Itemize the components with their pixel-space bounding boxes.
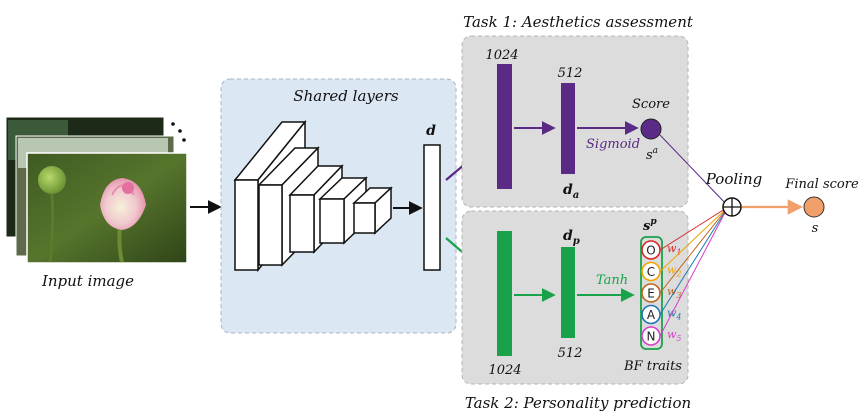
task2-block: Task 2: Personality prediction 1024 dp 5…	[461, 210, 691, 412]
trait-weight-line	[659, 206, 729, 337]
task2-fc-layer-2	[561, 247, 575, 338]
aesthetic-score-symbol: sa	[646, 146, 658, 163]
score-to-pooling-line	[659, 134, 729, 207]
aesthetic-score-node	[640, 118, 662, 140]
conv-layer-stack	[233, 119, 393, 273]
trait-weight-line	[659, 206, 729, 272]
trait-weight-line	[659, 206, 729, 315]
trait-letter: C	[647, 265, 655, 279]
trait-weight-label: w2	[667, 264, 682, 279]
traits-vector-outline	[640, 236, 663, 350]
trait-letter: A	[647, 308, 656, 322]
pooling-node: Pooling	[705, 170, 762, 217]
final-score-symbol: s	[812, 221, 819, 236]
task1-layer1-size: 1024	[485, 48, 518, 63]
trait-weight-line	[659, 206, 729, 294]
task2-layer1-size: 1024	[488, 363, 521, 378]
task2-layer2-size: 512	[558, 346, 583, 361]
personality-vector-symbol: sp	[643, 217, 657, 234]
trait-weight-label: w5	[667, 328, 682, 343]
shared-feature-vector	[423, 144, 441, 271]
final-score-label: Final score	[784, 177, 859, 192]
task1-fc-layer-1	[497, 64, 512, 189]
shared-feature-label: d	[426, 123, 436, 139]
shared-layers-label: Shared layers	[293, 87, 399, 105]
trait-letter: O	[646, 244, 655, 258]
trait-weight-line	[659, 206, 729, 251]
trait-weight-label: w1	[667, 242, 682, 257]
more-images-dot	[178, 129, 182, 133]
task1-feature-label: da	[563, 182, 579, 201]
conv-layer	[352, 186, 393, 235]
lotus-photo	[26, 152, 188, 264]
input-image-label: Input image	[41, 272, 134, 290]
task1-fc-layer-2	[561, 83, 575, 174]
more-images-dot	[171, 122, 175, 126]
pooling-label: Pooling	[705, 170, 762, 188]
final-score-node	[803, 196, 825, 218]
final-score-block: Final score s	[784, 177, 859, 236]
traits-label: BF traits	[623, 359, 682, 374]
task2-activation-label: Tanh	[596, 273, 628, 288]
task1-layer2-size: 512	[558, 66, 583, 81]
trait-letter: E	[647, 287, 655, 301]
task2-fc-layer-1	[497, 231, 512, 356]
more-images-dot	[182, 138, 186, 142]
input-image-stack: Input image	[5, 116, 188, 290]
task2-feature-label: dp	[563, 228, 580, 247]
task1-title: Task 1: Aesthetics assessment	[463, 13, 694, 31]
trait-weight-label: w3	[667, 285, 682, 300]
shared-layers-block: Shared layers	[220, 78, 457, 334]
score-label: Score	[632, 97, 670, 112]
task1-activation-label: Sigmoid	[586, 137, 640, 152]
task2-title: Task 2: Personality prediction	[465, 394, 691, 412]
task1-block: Task 1: Aesthetics assessment 1024 512 d…	[461, 13, 694, 208]
trait-weight-lines: w1w2w3w4w5	[659, 206, 729, 343]
trait-letter: N	[647, 330, 656, 344]
